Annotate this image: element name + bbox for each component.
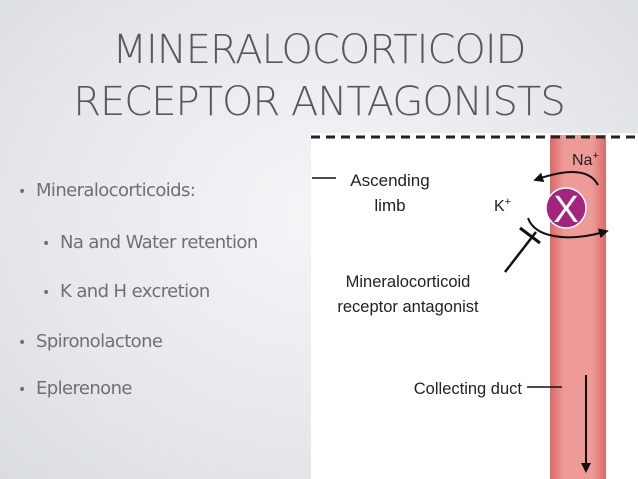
block-x-symbol: X [553,189,578,231]
bullet-eplerenone: • Eplerenone [18,377,132,402]
sodium-charge: + [592,150,598,162]
collecting-duct-tube [550,135,606,479]
potassium-label: K+ [494,196,511,215]
antagonist-inhibition-bar [519,226,541,245]
bullet-dot: • [42,285,50,301]
potassium-charge: + [505,196,511,208]
sodium-symbol: Na [572,152,593,169]
sodium-label: Na+ [572,150,599,169]
bullet-dot: • [18,335,26,351]
bullet-list: • Mineralocorticoids: • Na and Water reten… [0,0,300,479]
bullet-text: Mineralocorticoids: [36,180,196,201]
slide-title: MINERALOCORTICOID RECEPTOR ANTAGONISTS [0,24,638,128]
title-line-1: MINERALOCORTICOID [112,27,527,73]
bullet-dot: • [18,184,26,200]
blocked-channel-circle [545,187,587,229]
title-line-2: RECEPTOR ANTAGONISTS [73,79,566,125]
antagonist-label-2: receptor antagonist [337,298,479,316]
bullet-spironolactone: • Spironolactone [18,330,163,355]
bullet-text: Spironolactone [36,331,163,352]
bullet-k-h-excretion: • K and H excretion [42,280,210,305]
ascending-limb-label-1: Ascending [350,171,429,190]
antagonist-inhibition-line [504,231,537,273]
sodium-flux-arrow [533,171,599,186]
bullet-dot: • [42,236,50,252]
ascending-limb-label-2: limb [374,196,405,215]
bullet-text: Na and Water retention [60,232,258,253]
antagonist-label-1: Mineralocorticoid [346,273,471,291]
collecting-duct-label: Collecting duct [414,380,523,398]
bullet-na-water-retention: • Na and Water retention [42,231,258,256]
bullet-text: Eplerenone [36,378,132,399]
potassium-flux-arrow [527,217,609,239]
bullet-mineralocorticoids: • Mineralocorticoids: [18,179,196,204]
potassium-symbol: K [494,198,505,215]
bullet-dot: • [18,382,26,398]
bullet-text: K and H excretion [60,281,210,302]
